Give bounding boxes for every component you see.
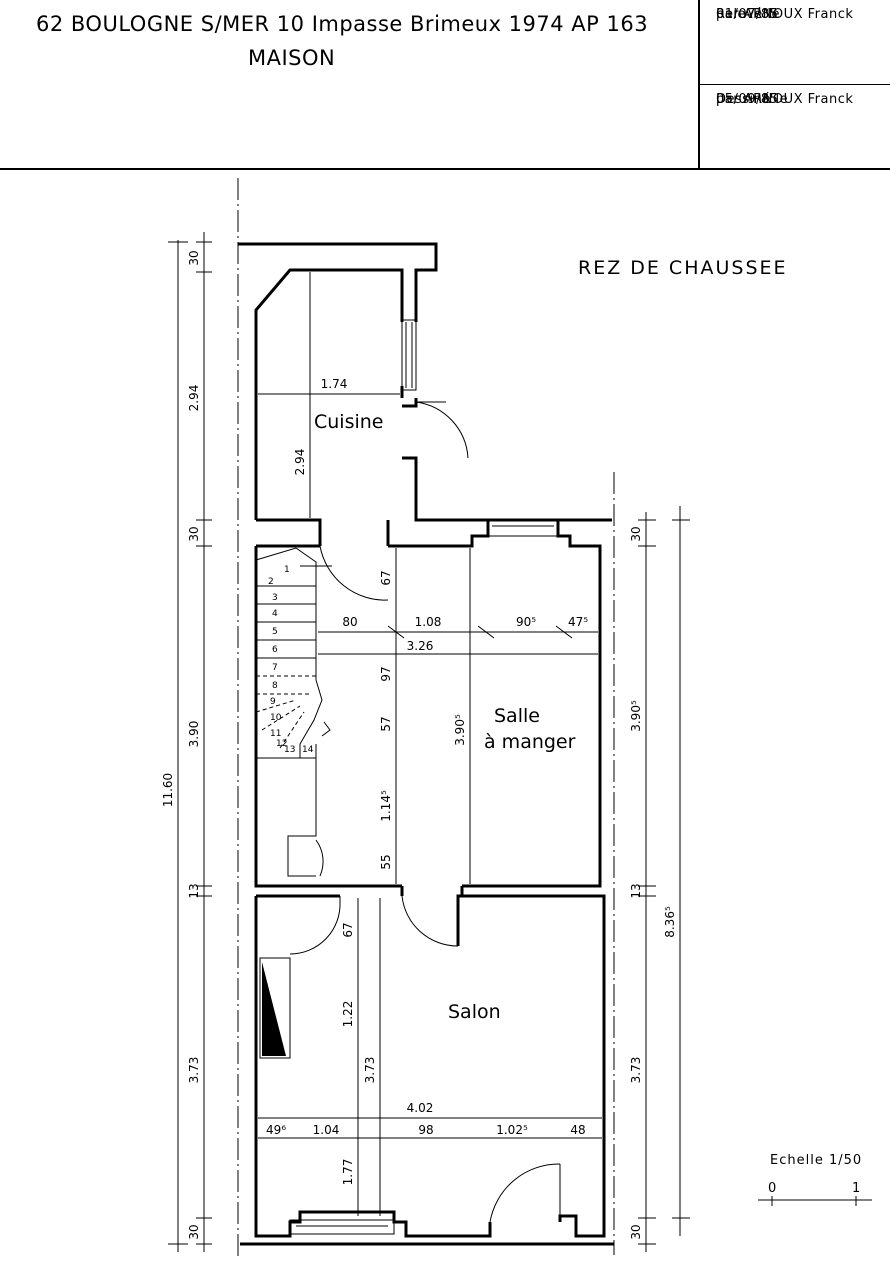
svg-text:3.73: 3.73 [363, 1057, 377, 1084]
right-dimensions: 30 3.90⁵ 13 3.73 30 8.36⁵ [629, 506, 690, 1252]
svg-text:1.77: 1.77 [341, 1159, 355, 1186]
svg-text:98: 98 [418, 1123, 433, 1137]
dessine-author: par ARNOUX Franck [716, 92, 854, 107]
salle-door [319, 545, 389, 601]
salle-walls [254, 519, 602, 888]
svg-text:1.74: 1.74 [321, 377, 348, 391]
svg-text:3.90⁵: 3.90⁵ [453, 714, 467, 746]
svg-text:97: 97 [379, 666, 393, 681]
svg-text:30: 30 [629, 526, 643, 541]
svg-text:1.08: 1.08 [415, 615, 442, 629]
svg-text:1: 1 [284, 565, 290, 575]
svg-text:9: 9 [270, 697, 276, 707]
svg-text:1.02⁵: 1.02⁵ [496, 1123, 528, 1137]
svg-text:7: 7 [272, 663, 278, 673]
svg-text:10: 10 [270, 713, 282, 723]
svg-text:30: 30 [187, 1224, 201, 1239]
svg-text:12: 12 [276, 739, 287, 749]
svg-text:48: 48 [570, 1123, 585, 1137]
salon-doors [289, 895, 561, 1223]
level-title: REZ DE CHAUSSEE [578, 257, 788, 279]
svg-text:67: 67 [341, 922, 355, 937]
svg-text:1.04: 1.04 [313, 1123, 340, 1137]
cuisine-dimensions: 1.74 2.94 [258, 272, 400, 518]
svg-text:2: 2 [268, 577, 274, 587]
svg-text:3.90: 3.90 [187, 721, 201, 748]
salle-dimensions: 80 1.08 90⁵ 47⁵ 3.26 67 97 57 1.14⁵ 55 3… [318, 548, 598, 884]
svg-text:67: 67 [379, 570, 393, 585]
svg-text:13: 13 [629, 883, 643, 898]
svg-text:8.36⁵: 8.36⁵ [663, 906, 677, 938]
stair-numbers: 1 2 3 4 5 6 7 8 9 10 11 12 13 14 [268, 565, 314, 755]
scale-one: 1 [852, 1181, 860, 1196]
svg-text:1.14⁵: 1.14⁵ [379, 790, 393, 822]
svg-text:11.60: 11.60 [161, 773, 175, 807]
svg-text:2.94: 2.94 [293, 449, 307, 476]
cuisine-walls [238, 242, 612, 546]
svg-text:3: 3 [272, 593, 278, 603]
svg-text:6: 6 [272, 645, 278, 655]
header-bottom-rule [0, 168, 890, 170]
svg-text:47⁵: 47⁵ [568, 615, 588, 629]
svg-text:90⁵: 90⁵ [516, 615, 536, 629]
drawing-title: 62 BOULOGNE S/MER 10 Impasse Brimeux 197… [36, 12, 649, 36]
dessine-label: Dessiné le [716, 92, 789, 107]
salon-walls [240, 886, 614, 1246]
room-label-salle-2: à manger [484, 731, 576, 753]
svg-text:49⁶: 49⁶ [266, 1123, 286, 1137]
scale-zero: 0 [768, 1181, 776, 1196]
svg-text:3.73: 3.73 [187, 1057, 201, 1084]
svg-text:4: 4 [272, 609, 278, 619]
svg-text:30: 30 [629, 1224, 643, 1239]
svg-text:1.22: 1.22 [341, 1001, 355, 1028]
dessine-date: 05/09/85 [716, 92, 779, 107]
svg-text:3.73: 3.73 [629, 1057, 643, 1084]
releve-date: 01/07/85 [716, 7, 779, 22]
svg-text:3.90⁵: 3.90⁵ [629, 700, 643, 732]
svg-text:11: 11 [270, 729, 281, 739]
releve-author: par ARNOUX Franck [716, 7, 854, 22]
cuisine-door [415, 401, 469, 459]
svg-text:5: 5 [272, 627, 278, 637]
svg-text:55: 55 [379, 854, 393, 869]
room-label-salle-1: Salle [494, 705, 540, 727]
scale-label: Echelle 1/50 [770, 1153, 862, 1168]
svg-text:13: 13 [284, 745, 295, 755]
svg-text:8: 8 [272, 681, 278, 691]
room-label-salon: Salon [448, 1001, 501, 1023]
svg-text:57: 57 [379, 716, 393, 731]
svg-text:80: 80 [342, 615, 357, 629]
svg-text:13: 13 [187, 883, 201, 898]
svg-text:30: 30 [187, 526, 201, 541]
svg-text:3.26: 3.26 [407, 639, 434, 653]
svg-text:30: 30 [187, 250, 201, 265]
salon-dimensions: 67 1.22 3.73 1.77 4.02 49⁶ 1.04 98 1.02⁵… [258, 898, 602, 1216]
left-dimensions: 30 2.94 30 3.90 13 3.73 30 11.60 [161, 232, 212, 1252]
svg-text:4.02: 4.02 [407, 1101, 434, 1115]
svg-text:14: 14 [302, 745, 314, 755]
room-label-cuisine: Cuisine [314, 411, 384, 433]
scale-bar: Echelle 1/50 0 1 [758, 1153, 872, 1206]
releve-label: Relevé le [716, 7, 780, 22]
building-type: MAISON [248, 46, 336, 70]
staircase [255, 547, 332, 877]
svg-text:2.94: 2.94 [187, 385, 201, 412]
header-split-rule [698, 84, 890, 85]
